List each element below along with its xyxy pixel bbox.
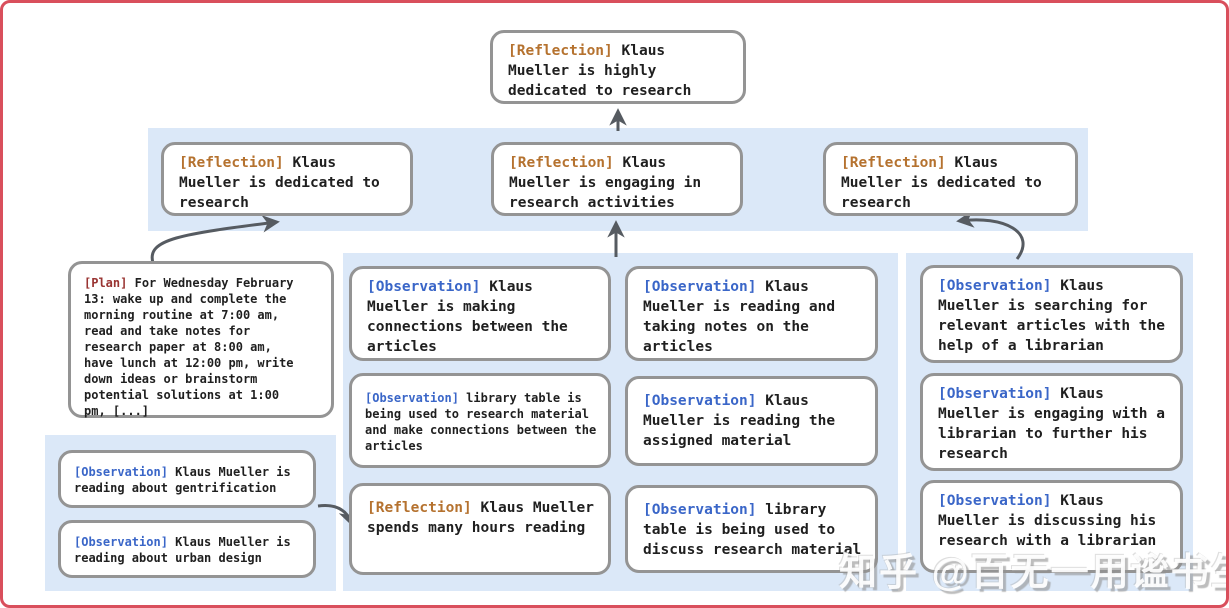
node-text: Klaus Mueller is dedicated to research <box>841 155 1042 211</box>
node-text: Klaus Mueller is engaging in research ac… <box>509 155 702 211</box>
reflection-tag: [Reflection] <box>367 500 472 516</box>
observation-tag: [Observation] <box>643 502 757 518</box>
node-text: Klaus Mueller is dedicated to research <box>179 155 380 211</box>
node-obs-making-connections: [Observation] Klaus Mueller is making co… <box>349 266 611 361</box>
reflection-tag: [Reflection] <box>841 155 946 171</box>
observation-tag: [Observation] <box>365 391 459 405</box>
node-obs-assigned-material: [Observation] Klaus Mueller is reading t… <box>625 376 878 466</box>
node-obs-library-discuss: [Observation] library table is being use… <box>625 485 878 573</box>
zhihu-watermark: 知乎 @百无一用谧书生 <box>839 541 1229 596</box>
node-text: Klaus Mueller is reading the assigned ma… <box>643 393 836 449</box>
plan-tag: [Plan] <box>84 276 128 290</box>
reflection-tag: [Reflection] <box>509 155 614 171</box>
observation-tag: [Observation] <box>367 279 481 295</box>
node-obs-gentrification: [Observation] Klaus Mueller is reading a… <box>58 450 316 508</box>
node-reflection-dedicated-left: [Reflection] Klaus Mueller is dedicated … <box>161 142 413 216</box>
node-text: Klaus Mueller is making connections betw… <box>367 279 568 355</box>
node-reflection-engaging: [Reflection] Klaus Mueller is engaging i… <box>491 142 743 216</box>
node-obs-taking-notes: [Observation] Klaus Mueller is reading a… <box>625 266 878 361</box>
observation-tag: [Observation] <box>938 493 1052 509</box>
node-text: library table is being used to research … <box>365 391 597 453</box>
watermark-handle: @百无一用谧书生 <box>931 552 1229 594</box>
node-reflection-hours-reading: [Reflection] Klaus Mueller spends many h… <box>349 483 611 575</box>
reflection-tag: [Reflection] <box>179 155 284 171</box>
node-text: library table is being used to discuss r… <box>643 502 862 558</box>
node-obs-discussing-research: [Observation] Klaus Mueller is discussin… <box>920 480 1183 573</box>
node-text: Klaus Mueller is reading about gentrific… <box>74 465 291 495</box>
observation-tag: [Observation] <box>938 278 1052 294</box>
node-obs-searching-articles: [Observation] Klaus Mueller is searching… <box>920 265 1183 363</box>
node-text: Klaus Mueller is searching for relevant … <box>938 278 1165 354</box>
node-text: Klaus Mueller is highly dedicated to res… <box>508 43 692 99</box>
reflection-tag: [Reflection] <box>508 43 613 59</box>
node-text: Klaus Mueller is discussing his research… <box>938 493 1157 549</box>
node-obs-library-research: [Observation] library table is being use… <box>349 373 611 468</box>
observation-tag: [Observation] <box>74 535 168 549</box>
observation-tag: [Observation] <box>643 279 757 295</box>
node-obs-urban-design: [Observation] Klaus Mueller is reading a… <box>58 520 316 578</box>
node-text: Klaus Mueller spends many hours reading <box>367 500 594 536</box>
node-plan: [Plan] For Wednesday February 13: wake u… <box>68 261 334 418</box>
node-text: Klaus Mueller is engaging with a librari… <box>938 386 1165 462</box>
node-root-reflection: [Reflection] Klaus Mueller is highly ded… <box>490 30 746 104</box>
observation-tag: [Observation] <box>643 393 757 409</box>
node-text: Klaus Mueller is reading about urban des… <box>74 535 291 565</box>
node-reflection-dedicated-right: [Reflection] Klaus Mueller is dedicated … <box>823 142 1078 216</box>
watermark-brand: 知乎 <box>839 552 920 594</box>
observation-tag: [Observation] <box>938 386 1052 402</box>
node-obs-engaging-librarian: [Observation] Klaus Mueller is engaging … <box>920 373 1183 471</box>
observation-tag: [Observation] <box>74 465 168 479</box>
node-text: For Wednesday February 13: wake up and c… <box>84 276 294 418</box>
node-text: Klaus Mueller is reading and taking note… <box>643 279 836 355</box>
